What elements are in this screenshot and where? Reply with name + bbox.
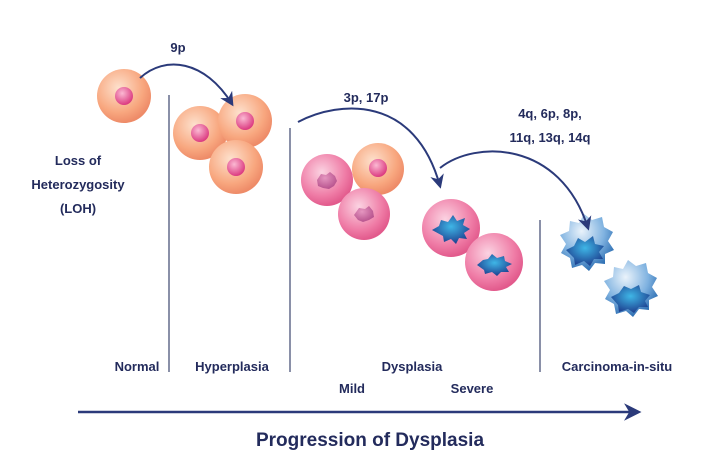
diagram-title: Progression of Dysplasia — [256, 430, 485, 451]
normal-cell — [97, 69, 151, 123]
hyperplasia-cells — [173, 94, 272, 194]
arrow-9p-label: 9p — [170, 40, 185, 55]
stage-severe-label: Severe — [451, 381, 494, 396]
carcinoma-cells — [560, 214, 658, 317]
loh-label: Loss of Heterozygosity (LOH) — [31, 153, 125, 216]
loh-line3: (LOH) — [60, 201, 96, 216]
arrow-4q-label-line1: 4q, 6p, 8p, — [518, 106, 582, 121]
arrow-4q-label-line2: 11q, 13q, 14q — [510, 130, 591, 145]
stage-normal-label: Normal — [115, 359, 160, 374]
severe-dysplasia-cells — [422, 199, 523, 291]
stage-dysplasia-label: Dysplasia — [382, 359, 443, 374]
arrow-9p — [139, 63, 234, 107]
arrow-3p-17p-label: 3p, 17p — [344, 90, 389, 105]
loh-line2: Heterozygosity — [31, 177, 125, 192]
mild-dysplasia-cells — [301, 143, 404, 240]
stage-mild-label: Mild — [339, 381, 365, 396]
loh-line1: Loss of — [55, 153, 102, 168]
stage-hyperplasia-label: Hyperplasia — [195, 359, 269, 374]
arrow-3p-17p — [297, 107, 444, 189]
arrow-4q-14q — [439, 150, 592, 231]
stage-cis-label: Carcinoma-in-situ — [562, 359, 673, 374]
